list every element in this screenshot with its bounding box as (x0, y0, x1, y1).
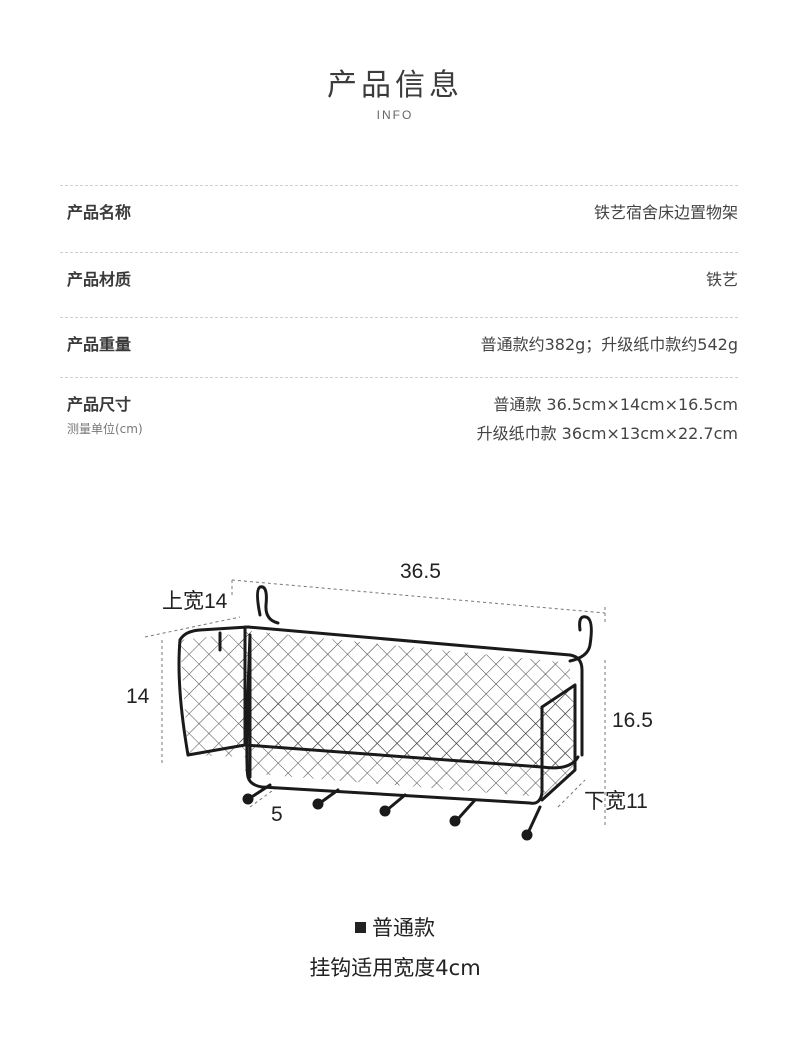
spec-row-name: 产品名称 铁艺宿舍床边置物架 (60, 185, 738, 252)
spec-value: 普通款 36.5cm×14cm×16.5cm (493, 395, 738, 414)
spec-value: 铁艺宿舍床边置物架 (593, 203, 738, 222)
hook-note: 挂钩适用宽度4cm (309, 956, 481, 980)
spec-table: 产品名称 铁艺宿舍床边置物架 产品材质 铁艺 产品重量 普通款约382g；升级纸… (60, 185, 738, 448)
hooks (242, 783, 542, 841)
spec-row-material: 产品材质 铁艺 (60, 252, 738, 317)
page-title: 产品信息 (327, 68, 463, 103)
shelf-illustration (144, 579, 606, 841)
spec-label: 产品材质 (67, 270, 132, 289)
style-caption: 普通款 (0, 912, 790, 942)
style-label: 普通款 (372, 916, 435, 940)
spec-value: 普通款约382g；升级纸巾款约542g (480, 335, 738, 354)
square-bullet-icon (355, 922, 366, 933)
left-height-dimension: 14 (126, 685, 150, 708)
spec-unit-note: 测量单位(cm) (67, 422, 143, 436)
spec-row-size: 产品尺寸 测量单位(cm) 普通款 36.5cm×14cm×16.5cm 升级纸… (60, 377, 738, 448)
spec-value: 铁艺 (705, 270, 738, 289)
bottom-width-dimension: 下宽11 (584, 790, 648, 813)
right-height-dimension: 16.5 (612, 709, 653, 732)
shelf-frame (177, 585, 593, 805)
spec-label: 产品重量 (67, 335, 132, 354)
spec-label: 产品尺寸 (67, 395, 132, 414)
spec-row-weight: 产品重量 普通款约382g；升级纸巾款约542g (60, 317, 738, 377)
spec-label: 产品名称 (67, 203, 132, 222)
product-diagram: 36.5 上宽14 14 16.5 下宽11 5 (100, 545, 700, 845)
spec-value-upgrade: 升级纸巾款 36cm×13cm×22.7cm (476, 424, 738, 443)
page-subtitle: INFO (376, 108, 414, 122)
length-dimension: 36.5 (400, 560, 441, 583)
top-width-dimension: 上宽14 (162, 590, 228, 613)
hook-spacing-dimension: 5 (271, 803, 283, 826)
dimension-lines (144, 579, 606, 825)
